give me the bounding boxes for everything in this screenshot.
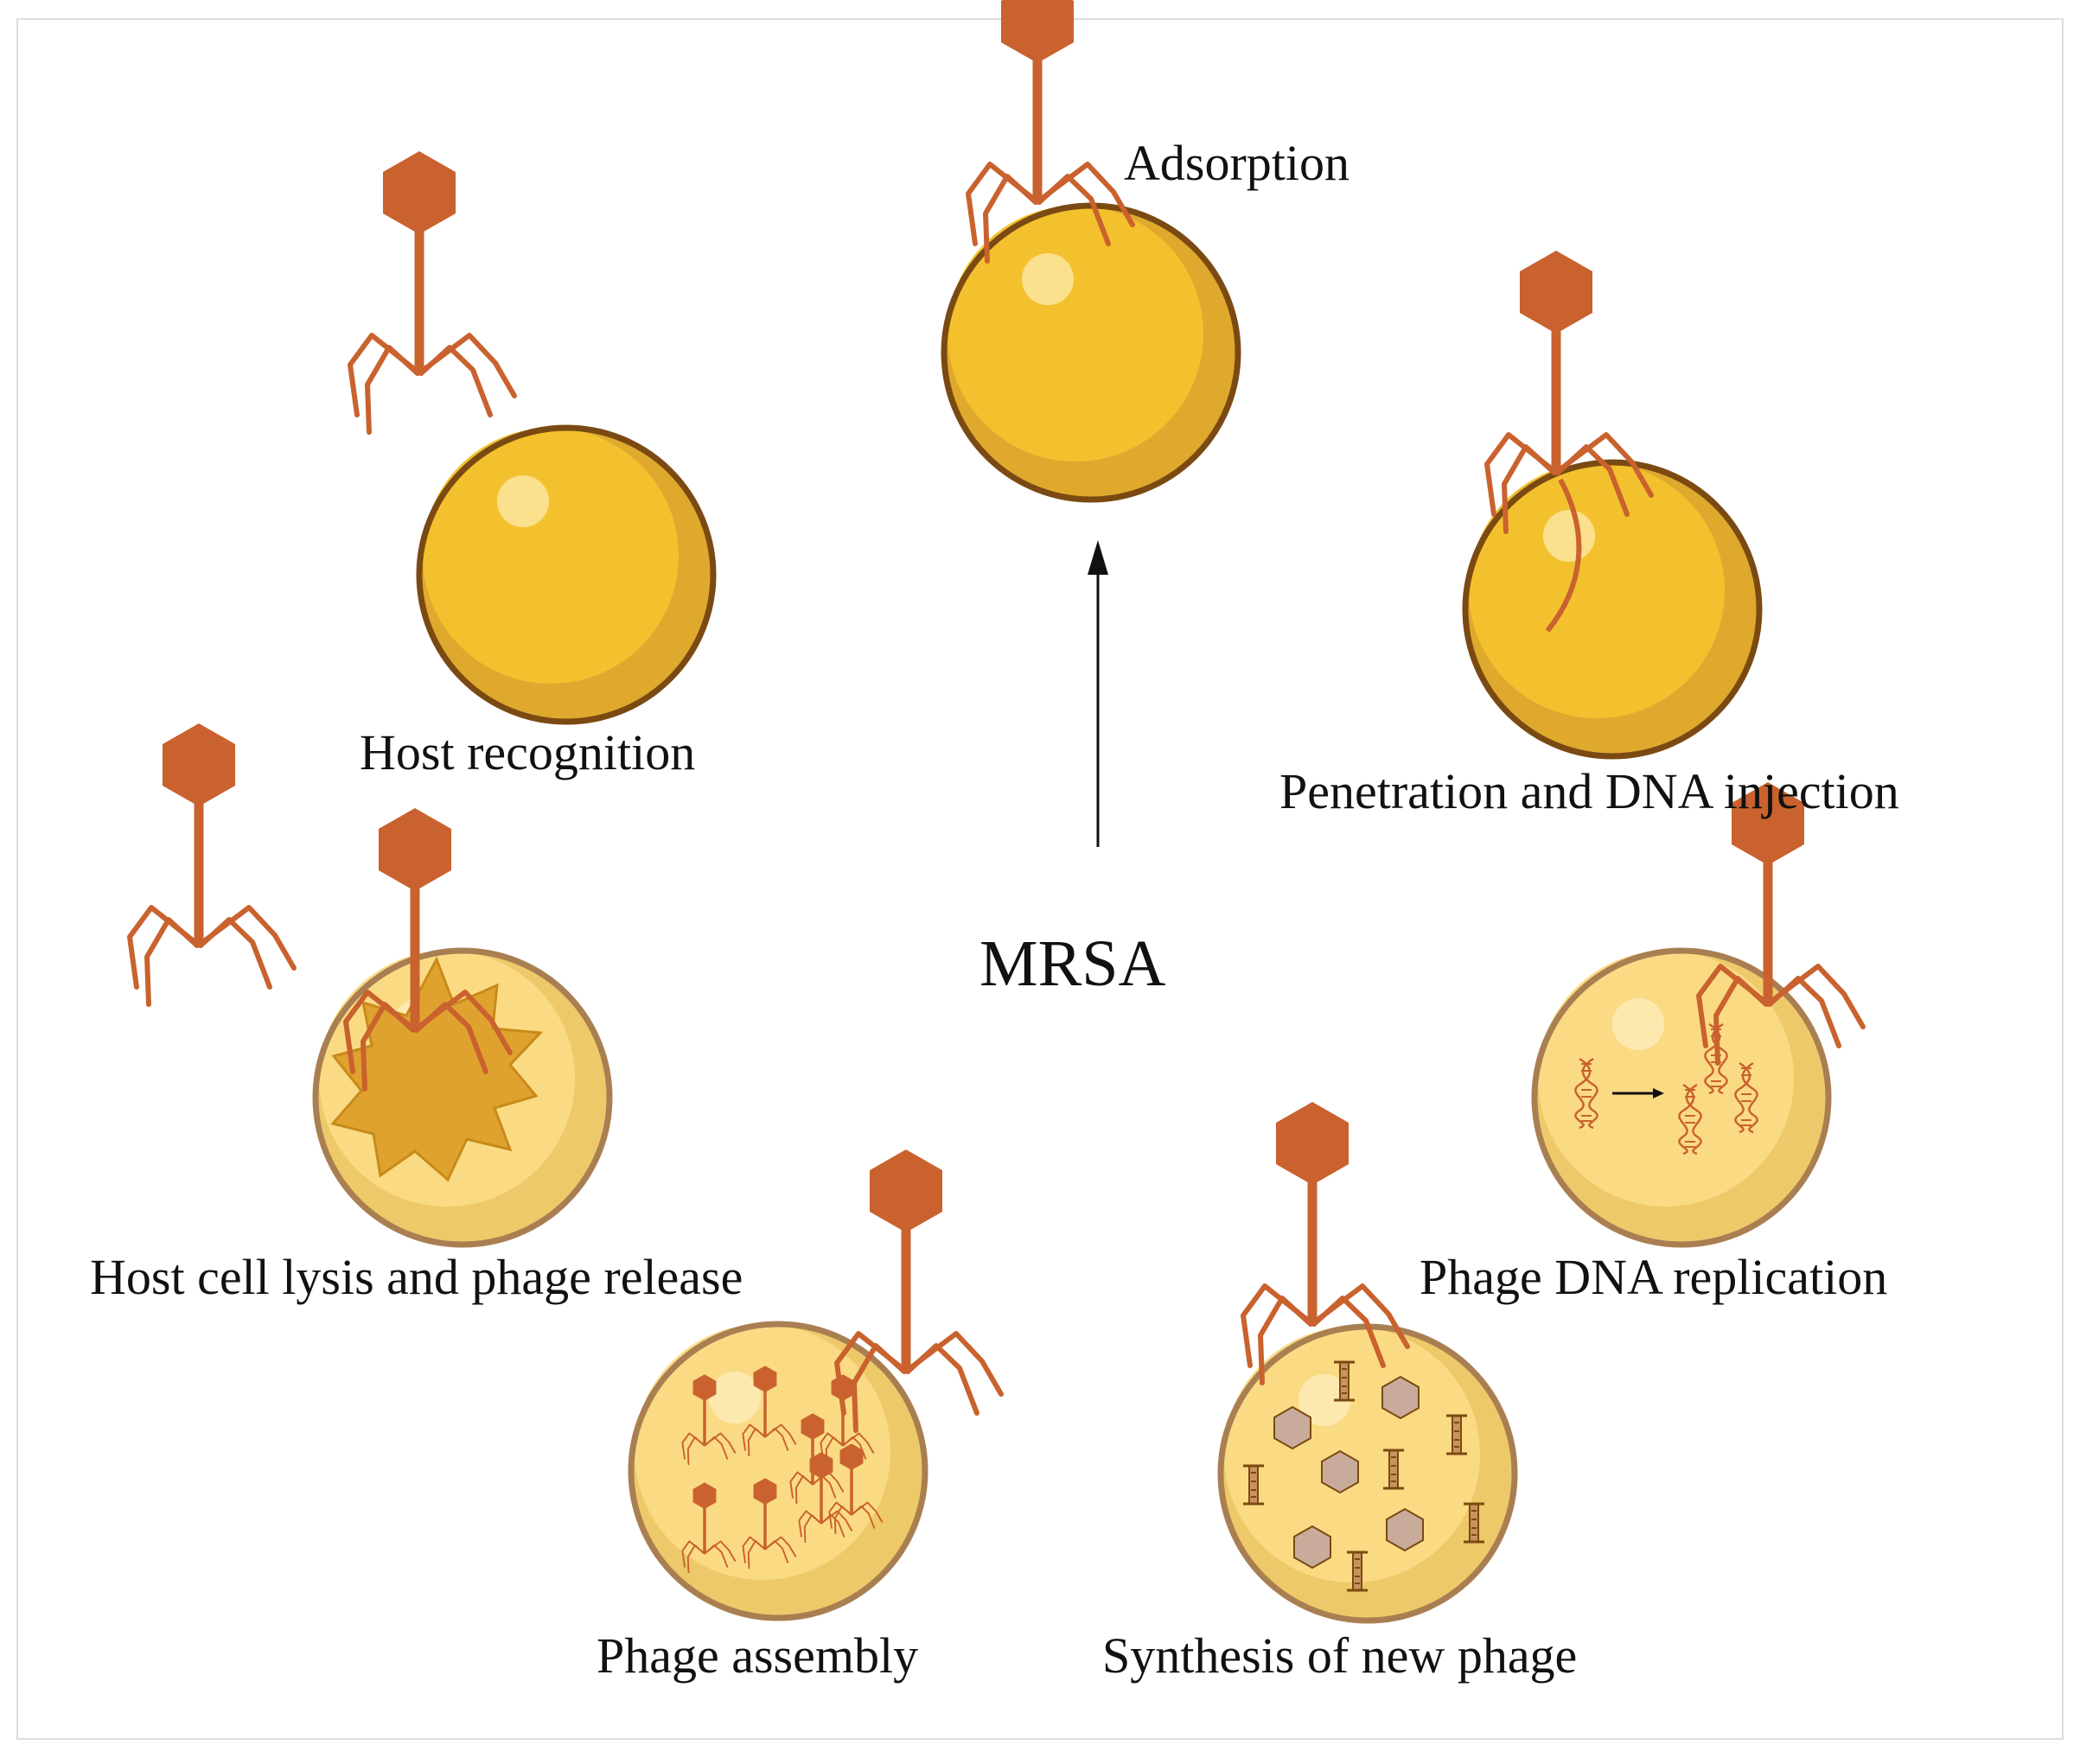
bacteriophage-icon [130,723,294,1004]
bacterium-cell-icon [419,428,713,722]
bacteriophage-icon [350,151,514,432]
stage-lysis [130,723,609,1245]
label-lysis: Host cell lysis and phage release [90,1249,743,1305]
stage-assembly [631,1149,1001,1618]
stage-penetration [1465,251,1759,756]
label-assembly: Phage assembly [597,1627,918,1684]
stage-synthesis [1221,1102,1515,1621]
label-dna-replication: Phage DNA replication [1420,1249,1887,1305]
stage-dna-replication [1534,782,1863,1245]
stage-adsorption [944,0,1238,500]
arrow-up-icon [1088,540,1108,847]
label-host-recognition: Host recognition [360,724,695,780]
label-synthesis: Synthesis of new phage [1102,1627,1577,1684]
bacterium-cell-icon [1465,462,1759,756]
center-label-mrsa: MRSA [979,927,1166,1000]
label-adsorption: Adsorption [1124,135,1349,191]
stage-host-recognition [350,151,713,722]
injected-dna [1545,478,1582,633]
bacterium-cell-icon [1221,1327,1515,1621]
label-penetration: Penetration and DNA injection [1279,763,1899,819]
bacterium-cell-icon [631,1324,925,1618]
